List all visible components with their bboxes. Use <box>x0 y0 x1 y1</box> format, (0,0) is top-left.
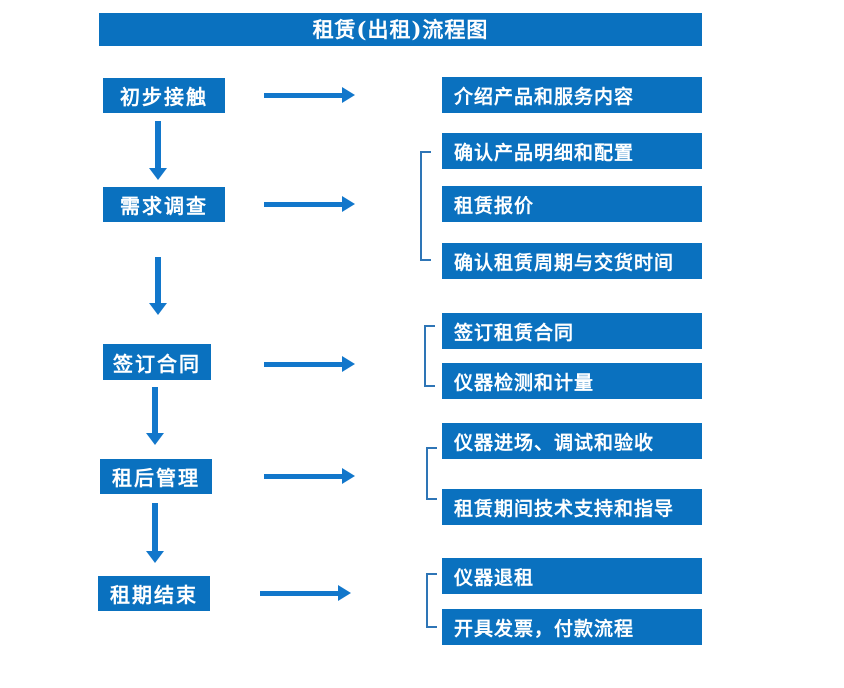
right-arrow-3 <box>264 356 355 372</box>
arrow-shaft <box>260 590 338 596</box>
bracket-group-5 <box>426 573 437 628</box>
stage-box-sign-contract: 签订合同 <box>103 344 211 380</box>
detail-box-3-2: 仪器检测和计量 <box>442 363 702 399</box>
arrow-head <box>338 585 351 601</box>
right-arrow-4 <box>264 468 355 484</box>
stage-box-post-rental-management: 租后管理 <box>100 459 212 494</box>
detail-box-1-1: 介绍产品和服务内容 <box>442 77 702 113</box>
arrow-shaft <box>155 121 161 168</box>
arrow-shaft <box>264 361 342 367</box>
arrow-shaft <box>152 387 158 433</box>
bracket-group-4 <box>426 447 437 500</box>
arrow-shaft <box>155 257 161 303</box>
arrow-head <box>149 168 167 180</box>
arrow-head <box>342 196 355 212</box>
arrow-head <box>342 87 355 103</box>
right-arrow-2 <box>264 196 355 212</box>
down-arrow-3 <box>146 387 164 445</box>
arrow-head <box>146 433 164 445</box>
detail-box-5-1: 仪器退租 <box>442 558 702 594</box>
arrow-head <box>342 356 355 372</box>
down-arrow-1 <box>149 121 167 180</box>
arrow-shaft <box>264 92 342 98</box>
arrow-shaft <box>152 503 158 551</box>
right-arrow-1 <box>264 87 355 103</box>
stage-box-demand-survey: 需求调查 <box>103 187 225 222</box>
detail-box-4-2: 租赁期间技术支持和指导 <box>442 489 702 525</box>
arrow-head <box>146 551 164 563</box>
arrow-head <box>149 303 167 315</box>
arrow-head <box>342 468 355 484</box>
detail-box-4-1: 仪器进场、调试和验收 <box>442 423 702 459</box>
stage-box-rental-end: 租期结束 <box>98 576 210 611</box>
detail-box-5-2: 开具发票，付款流程 <box>442 609 702 645</box>
detail-box-2-3: 确认租赁周期与交货时间 <box>442 243 702 279</box>
bracket-group-3 <box>424 325 435 387</box>
stage-box-initial-contact: 初步接触 <box>103 78 225 113</box>
right-arrow-5 <box>260 585 351 601</box>
arrow-shaft <box>264 201 342 207</box>
detail-box-3-1: 签订租赁合同 <box>442 313 702 349</box>
arrow-shaft <box>264 473 342 479</box>
flowchart-title: 租赁(出租)流程图 <box>99 13 702 46</box>
down-arrow-2 <box>149 257 167 315</box>
bracket-group-2 <box>420 151 431 261</box>
down-arrow-4 <box>146 503 164 563</box>
detail-box-2-2: 租赁报价 <box>442 186 702 222</box>
detail-box-2-1: 确认产品明细和配置 <box>442 133 702 169</box>
